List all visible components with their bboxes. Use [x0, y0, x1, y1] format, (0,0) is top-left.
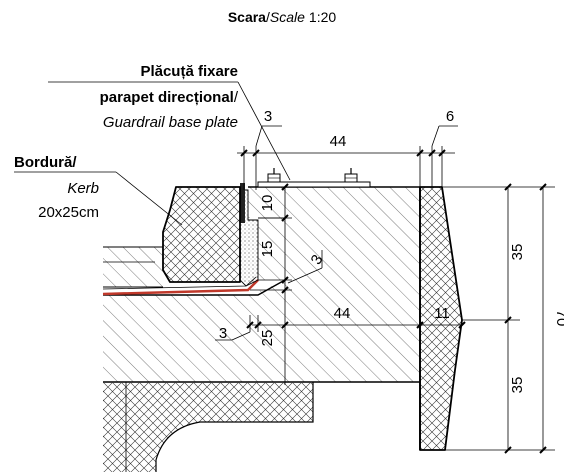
dim-15: 15 [259, 241, 276, 258]
dim-25: 25 [259, 330, 276, 347]
kerb [162, 186, 241, 283]
dimension-lines [14, 81, 555, 451]
kerb-size: 20x25cm [38, 204, 99, 221]
dim-35-upper: 35 [509, 244, 526, 261]
dim-3-low: 3 [219, 325, 227, 342]
dim-44-mid: 44 [334, 305, 351, 322]
guardrail-base-plate [257, 168, 371, 188]
dim-70: 70 [553, 310, 564, 327]
bolt-right [344, 168, 358, 183]
scale-word: Scara [228, 9, 266, 25]
plate-title-ro: parapet direcțional [100, 89, 234, 106]
dim-10: 10 [259, 195, 276, 212]
plate-callout: Plăcuță fixare parapet direcțional/ Guar… [100, 63, 239, 131]
bolt-left [267, 168, 281, 183]
dim-3-top: 3 [264, 108, 272, 125]
plate-title-line1: Plăcuță fixare [140, 63, 238, 80]
joint-filler [240, 183, 245, 223]
dim-11: 11 [434, 305, 450, 322]
lower-structure [103, 382, 314, 472]
kerb-callout: Bordură/ Kerb 20x25cm [14, 154, 99, 221]
scale-separator: / [266, 9, 270, 25]
waterproof-membrane [102, 279, 259, 296]
dimension-ticks [240, 149, 547, 454]
kerb-title: Bordură/ [14, 154, 77, 171]
plate-slash: / [234, 89, 239, 106]
scale-word-en: Scale [270, 9, 305, 25]
plate-title-line2: parapet direcțional/ [100, 89, 239, 106]
dim-6-top: 6 [446, 108, 454, 125]
dim-35-lower: 35 [509, 377, 526, 394]
dim-44-top: 44 [330, 133, 347, 150]
plate-title-en: Guardrail base plate [103, 114, 238, 131]
left-strip [103, 246, 163, 288]
kerb-title-en: Kerb [67, 180, 99, 197]
scale-value: 1:20 [309, 9, 336, 25]
